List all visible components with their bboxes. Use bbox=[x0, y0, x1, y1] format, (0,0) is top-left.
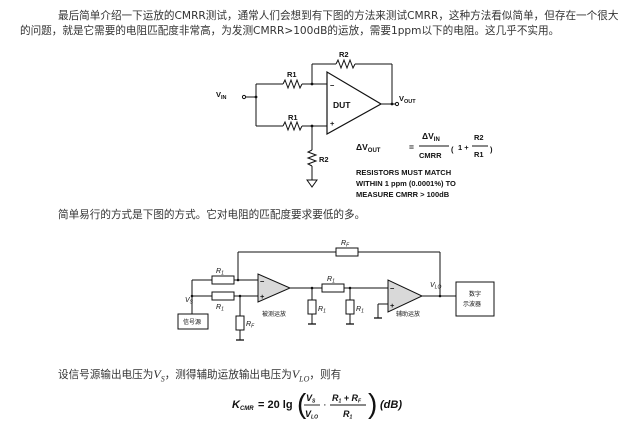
vout-label: VOUT bbox=[399, 94, 416, 105]
formula-r2: R2 bbox=[474, 133, 484, 142]
r2-feedback-resistor bbox=[335, 58, 356, 70]
note-line-3: MEASURE CMRR > 100dB bbox=[356, 190, 450, 199]
r1-bottom-label: R1 bbox=[288, 113, 298, 122]
intro-paragraph: 最后简单介绍一下运放的CMRR测试，通常人们会想到有下图的方法来测试CMRR，这… bbox=[20, 10, 619, 37]
r1-b-label: R1 bbox=[216, 304, 224, 313]
formula-lhs: ΔVOUT bbox=[356, 142, 381, 154]
eq-den: R1 bbox=[343, 409, 353, 421]
eq-vs: VS bbox=[306, 393, 316, 405]
r1-top-resistor bbox=[282, 78, 303, 90]
eq-vlo: VLO bbox=[305, 409, 318, 421]
setup-vs: VS bbox=[153, 367, 165, 384]
setup-vlo: VLO bbox=[291, 367, 310, 384]
rf-top-resistor bbox=[335, 247, 359, 257]
r1-c-label: R1 bbox=[327, 276, 335, 285]
setup-suffix: ，则有 bbox=[309, 369, 342, 381]
formula-den: CMRR bbox=[419, 151, 442, 160]
formula-paren-left: ( bbox=[451, 145, 454, 154]
dut-label: 被测运放 bbox=[262, 310, 286, 318]
formula-one: 1 + bbox=[458, 143, 469, 152]
r2-top-label: R2 bbox=[339, 50, 349, 59]
vlo-label: VLO bbox=[430, 282, 441, 291]
r2-bottom-label: R2 bbox=[319, 155, 329, 164]
r1-e-label: R1 bbox=[356, 306, 364, 315]
dut-plus: + bbox=[330, 119, 335, 128]
setup-mid: ，测得辅助运放输出电压为 bbox=[164, 369, 292, 381]
dut-minus: − bbox=[330, 81, 335, 90]
cmrr-aux-amp-circuit: RF R1 R1 RF VS 信号源 − + 被测运放 R1 R1 R1 − +… bbox=[177, 240, 495, 341]
r1-bottom-resistor bbox=[282, 120, 303, 132]
eq-lhs: KCMR bbox=[232, 399, 254, 412]
simple-method-paragraph: 简单易行的方式是下图的方式。它对电阻的匹配度要求要低的多。 bbox=[58, 209, 366, 221]
rf-bottom-label: RF bbox=[246, 321, 255, 330]
vout-terminal bbox=[394, 101, 400, 107]
setup-paragraph: 设信号源输出电压为VS，测得辅助运放输出电压为VLO，则有 bbox=[58, 367, 618, 386]
aux-opamp bbox=[387, 279, 424, 313]
digital-scope-box bbox=[455, 281, 495, 317]
r1-top-label: R1 bbox=[287, 70, 297, 79]
scope-label-1: 数字 bbox=[469, 290, 481, 298]
r2-ground-resistor bbox=[306, 149, 318, 167]
dut2-plus: + bbox=[260, 292, 265, 301]
eq-unit: (dB) bbox=[380, 399, 402, 411]
signal-source-label: 信号源 bbox=[183, 318, 201, 326]
dut-opamp bbox=[326, 70, 383, 136]
setup-prefix: 设信号源输出电压为 bbox=[58, 369, 154, 381]
r1-c-resistor bbox=[321, 283, 345, 293]
signal-source-box bbox=[177, 313, 209, 330]
vin-terminal bbox=[241, 94, 247, 100]
r1-d-resistor bbox=[307, 299, 317, 315]
note-line-2: WITHIN 1 ppm (0.0001%) TO bbox=[356, 179, 456, 188]
cmrr-classic-circuit: VIN R1 R1 R2 − + DUT VOUT R2 ΔVOUT = ΔVI… bbox=[216, 50, 493, 199]
scope-label-2: 示波器 bbox=[463, 300, 481, 308]
eq-20lg: = 20 lg bbox=[258, 399, 293, 411]
r1-e-resistor bbox=[345, 299, 355, 315]
eq-num: R1 + RF bbox=[332, 393, 362, 405]
aux-plus: + bbox=[390, 301, 395, 310]
vin-label: VIN bbox=[216, 90, 227, 101]
eq-paren-left: ( bbox=[297, 388, 307, 419]
formula-num: ΔVIN bbox=[422, 131, 440, 143]
formula-eq: = bbox=[409, 142, 414, 152]
rf-bottom-resistor bbox=[235, 315, 245, 331]
dut-label: DUT bbox=[333, 100, 351, 110]
dut2-minus: − bbox=[260, 277, 265, 286]
aux-minus: − bbox=[390, 284, 395, 293]
ground-symbol bbox=[306, 179, 318, 188]
eq-paren-right: ) bbox=[368, 388, 377, 419]
note-line-1: RESISTORS MUST MATCH bbox=[356, 168, 451, 177]
rf-top-label: RF bbox=[341, 240, 350, 249]
eq-dot: · bbox=[323, 399, 327, 411]
r1-a-label: R1 bbox=[216, 268, 224, 277]
dut-opamp bbox=[257, 273, 292, 303]
aux-label: 辅助运放 bbox=[396, 310, 420, 318]
formula-paren-right: ) bbox=[490, 145, 493, 154]
r1-b-resistor bbox=[211, 291, 235, 301]
kcmr-equation: KCMR = 20 lg ( VS VLO · R1 + RF R1 ) (dB… bbox=[232, 388, 402, 421]
r1-d-label: R1 bbox=[318, 306, 326, 315]
r1-a-resistor bbox=[211, 275, 235, 285]
formula-r1: R1 bbox=[474, 150, 484, 159]
